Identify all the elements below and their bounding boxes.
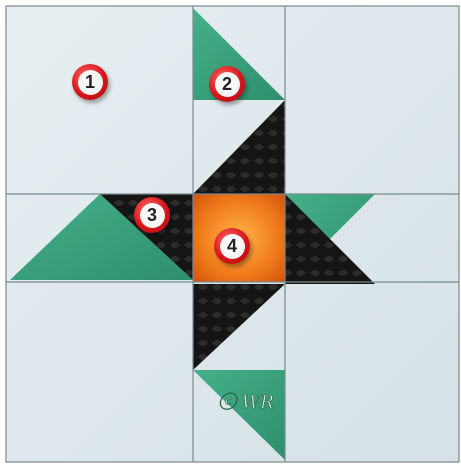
marker-4-label: 4 xyxy=(220,234,245,259)
marker-2: 2 xyxy=(209,66,245,102)
marker-1: 1 xyxy=(72,64,108,100)
signature-text: ⓒ WR xyxy=(218,392,274,413)
marker-2-label: 2 xyxy=(215,72,240,97)
marker-4: 4 xyxy=(214,228,250,264)
marker-1-label: 1 xyxy=(78,70,103,95)
marker-3-label: 3 xyxy=(140,203,165,228)
marker-3: 3 xyxy=(134,197,170,233)
